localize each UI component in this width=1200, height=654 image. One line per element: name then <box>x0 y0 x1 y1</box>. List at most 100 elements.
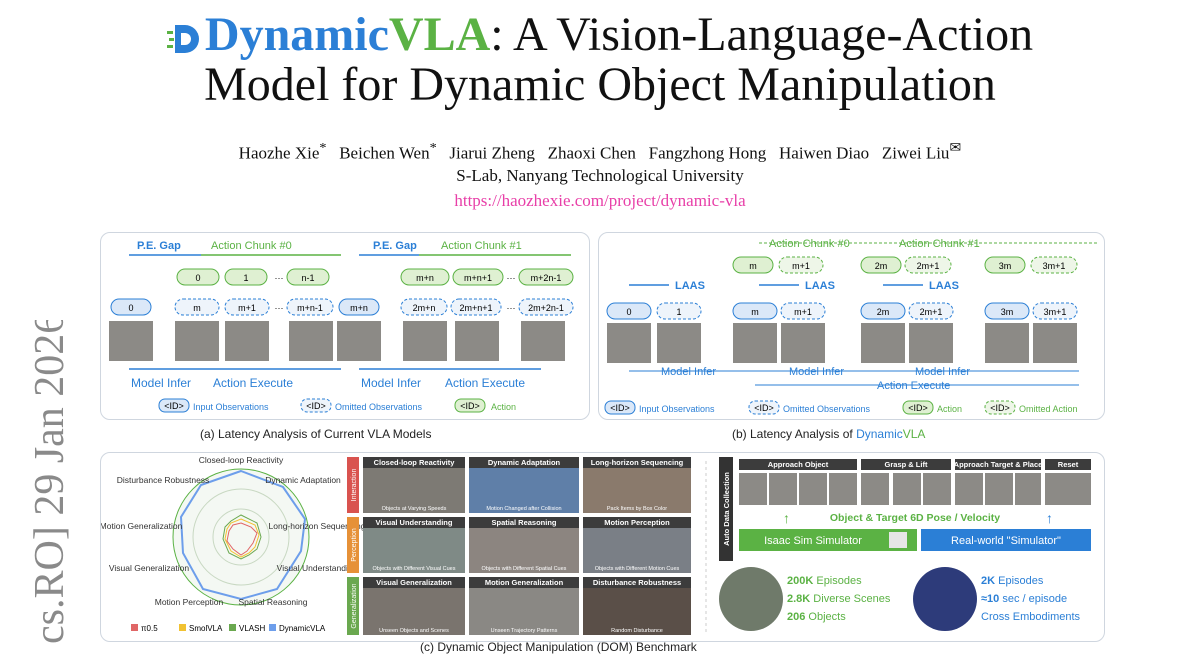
simulator-icon <box>889 532 907 548</box>
radar-axis-label: Closed-loop Reactivity <box>199 455 284 465</box>
model-infer-label: Model Infer <box>789 366 844 378</box>
model-infer-label: Model Infer <box>915 366 970 378</box>
svg-text:Omitted Observations: Omitted Observations <box>783 404 871 414</box>
cell-sub: Objects at Varying Speeds <box>382 506 447 512</box>
benchmark-figure: Closed-loop Reactivity Dynamic Adaptatio… <box>100 455 1091 635</box>
svg-text:···: ··· <box>275 303 284 313</box>
envelope-icon: ✉ <box>949 140 962 156</box>
radar-axis-label: Long-horizon Sequencing <box>269 521 366 531</box>
action-chip: 0 <box>195 273 200 283</box>
model-infer-label: Model Infer <box>661 366 716 378</box>
svg-text:Cross Embodiments: Cross Embodiments <box>981 611 1081 623</box>
observation-frames <box>607 323 1077 363</box>
svg-text:Reset: Reset <box>1058 460 1079 469</box>
arxiv-stamp: cs.RO] 29 Jan 2026 <box>27 320 73 644</box>
action-execute-label: Action Execute <box>213 376 293 390</box>
svg-text:Input Observations: Input Observations <box>639 404 715 414</box>
brand-dynamic: Dynamic <box>204 8 389 61</box>
cell-sub: Random Disturbance <box>611 628 663 634</box>
collection-frames <box>739 473 1091 505</box>
svg-text:DynamicVLA: DynamicVLA <box>279 624 326 633</box>
observation-frames <box>109 321 565 361</box>
action-chip: 2m <box>875 261 888 271</box>
action-chip: 1 <box>243 273 248 283</box>
svg-text:π0.5: π0.5 <box>141 624 158 633</box>
cell-sub: Objects with Different Visual Cues <box>373 566 456 572</box>
svg-text:VLASH: VLASH <box>239 624 265 633</box>
cell-title: Dynamic Adaptation <box>488 458 561 467</box>
svg-text:···: ··· <box>507 273 516 283</box>
obs-chip: 1 <box>676 307 681 317</box>
up-arrow-icon: ↑ <box>1046 510 1053 526</box>
cell-title: Visual Generalization <box>376 578 452 587</box>
svg-text:···: ··· <box>507 303 516 313</box>
action-chip: 2m+1 <box>917 261 940 271</box>
radar-axis-label: Visual Understanding <box>277 563 358 573</box>
cell-sub: Unseen Objects and Scenes <box>379 628 449 634</box>
action-chip: m+n <box>416 273 434 283</box>
obs-chip: 0 <box>128 303 133 313</box>
affiliation: S-Lab, Nanyang Technological University <box>456 166 744 185</box>
obs-chip: 2m <box>877 307 890 317</box>
radar-legend: π0.5 SmolVLA VLASH DynamicVLA <box>131 624 326 633</box>
benchmark-grid <box>363 457 691 635</box>
svg-text:200K Episodes: 200K Episodes <box>787 575 862 587</box>
svg-text:Approach Target & Place: Approach Target & Place <box>954 460 1043 469</box>
group-label: Perception <box>351 528 358 562</box>
brand-vla: VLA <box>388 8 491 61</box>
latency-panel-dynamicvla: Action Chunk #0 Action Chunk #1 m m+1 2m… <box>598 232 1105 420</box>
radar-axis-label: Visual Generalization <box>109 563 189 573</box>
svg-text:206 Objects: 206 Objects <box>787 611 846 623</box>
radar-axis-label: Disturbance Robustness <box>117 475 210 485</box>
radar-axis-label: Dynamic Adaptation <box>265 475 341 485</box>
obs-chip: m+n-1 <box>297 303 323 313</box>
svg-text:<ID>: <ID> <box>460 401 480 411</box>
action-chip: 3m <box>999 261 1012 271</box>
svg-text:<ID>: <ID> <box>610 403 630 413</box>
svg-text:2.8K Diverse Scenes: 2.8K Diverse Scenes <box>787 593 891 605</box>
action-chip: m+n+1 <box>464 273 492 283</box>
svg-text:<ID>: <ID> <box>164 401 184 411</box>
legend-input: Input Observations <box>193 402 269 412</box>
svg-text:2K Episodes: 2K Episodes <box>981 575 1044 587</box>
laas-label: LAAS <box>929 280 959 292</box>
sim-label: Isaac Sim Simulator <box>764 535 862 547</box>
svg-text:Grasp & Lift: Grasp & Lift <box>885 460 928 469</box>
cell-title: Spatial Reasoning <box>491 518 556 527</box>
obs-chip: m <box>193 303 201 313</box>
cell-title: Motion Generalization <box>485 578 564 587</box>
action-chip: 3m+1 <box>1043 261 1066 271</box>
group-label: Generalization <box>351 583 358 628</box>
pe-gap-label-2: P.E. Gap <box>373 240 417 252</box>
laas-label: LAAS <box>805 280 835 292</box>
paper-title-line2: Model for Dynamic Object Manipulation <box>204 58 996 111</box>
real-label: Real-world "Simulator" <box>951 535 1061 547</box>
cell-title: Motion Perception <box>604 518 670 527</box>
chunk0-label: Action Chunk #0 <box>769 238 850 250</box>
svg-text:···: ··· <box>275 273 284 283</box>
model-infer-label: Model Infer <box>361 376 421 390</box>
chunk0-label: Action Chunk #0 <box>211 240 292 252</box>
author-list: Haozhe Xie* Beichen Wen* Jiarui Zheng Zh… <box>238 140 962 163</box>
obs-chip: 2m+n+1 <box>459 303 492 313</box>
svg-text:Action: Action <box>937 404 962 414</box>
svg-text:Omitted Action: Omitted Action <box>1019 404 1078 414</box>
real-scene-image <box>913 567 977 631</box>
obs-chip: m+n <box>350 303 368 313</box>
caption-c: (c) Dynamic Object Manipulation (DOM) Be… <box>420 640 697 654</box>
caption-b: (b) Latency Analysis of DynamicVLA <box>732 427 926 441</box>
group-label: Interaction <box>351 469 358 502</box>
action-chip: m+2n-1 <box>531 273 562 283</box>
action-chip: n-1 <box>301 273 314 283</box>
legend-action: Action <box>491 402 516 412</box>
cell-title: Closed-loop Reactivity <box>374 458 456 467</box>
project-link[interactable]: https://haozhexie.com/project/dynamic-vl… <box>454 191 746 210</box>
obs-chip: 2m+2n-1 <box>528 303 564 313</box>
cell-sub: Pack Items by Box Color <box>607 506 667 512</box>
latency-panel-current: P.E. Gap Action Chunk #0 P.E. Gap Action… <box>100 232 590 420</box>
cell-title: Disturbance Robustness <box>593 578 681 587</box>
latency-diagram-current: P.E. Gap Action Chunk #0 P.E. Gap Action… <box>109 240 574 413</box>
action-execute-label: Action Execute <box>877 380 950 392</box>
dynamicvla-logo-icon <box>166 24 199 53</box>
model-infer-label: Model Infer <box>131 376 191 390</box>
